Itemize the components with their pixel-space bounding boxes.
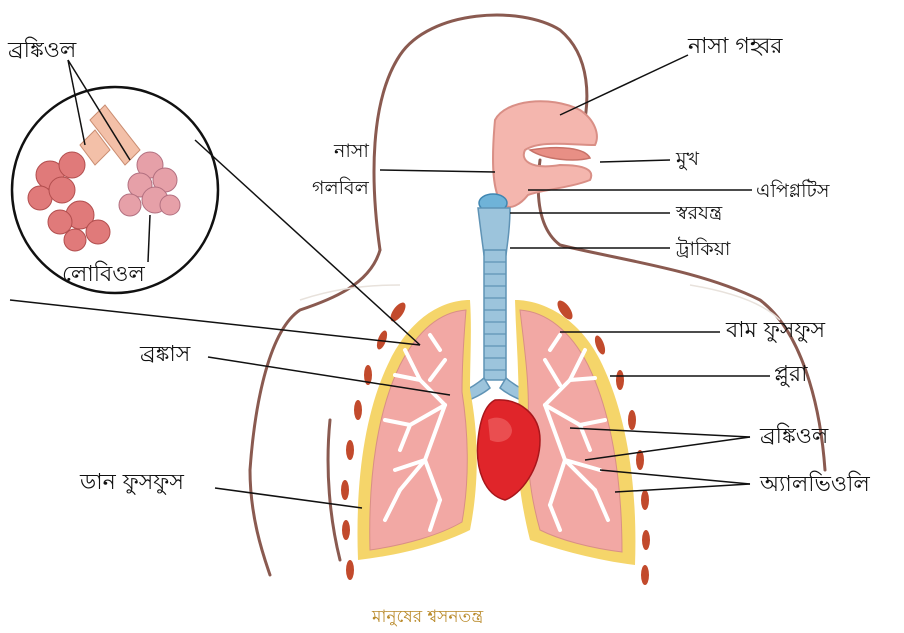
larynx-label: স্বরযন্ত্র <box>676 202 722 224</box>
pharynx-label-line2: গলবিল <box>312 177 369 199</box>
diagram-caption: মানুষের শ্বসনতন্ত্র <box>372 604 483 632</box>
right-lung-label: ডান ফুসফুস <box>80 470 184 496</box>
mouth-label: মুখ <box>676 148 699 170</box>
pharynx-label-line1: নাসা <box>334 140 369 162</box>
nasal-cavity-label: নাসা গহ্বর <box>688 34 782 60</box>
trachea-label: ট্রাকিয়া <box>676 238 730 260</box>
nasal-cavity-shape <box>493 101 597 207</box>
lobule-label: লোবিওল <box>62 262 145 288</box>
bronchus-label: ব্রঙ্কাস <box>140 342 190 368</box>
bronchiole-inset-label: ব্রঙ্কিওল <box>8 38 76 64</box>
alveoli-label: অ্যালভিওলি <box>760 472 870 498</box>
right-lung-shape <box>357 300 476 560</box>
epiglottis-label: এপিগ্লটিস <box>756 180 829 202</box>
pleura-label: প্লুরা <box>774 362 808 388</box>
left-lung-label: বাম ফুসফুস <box>726 318 825 344</box>
bronchiole-label: ব্রঙ্কিওল <box>760 424 828 450</box>
